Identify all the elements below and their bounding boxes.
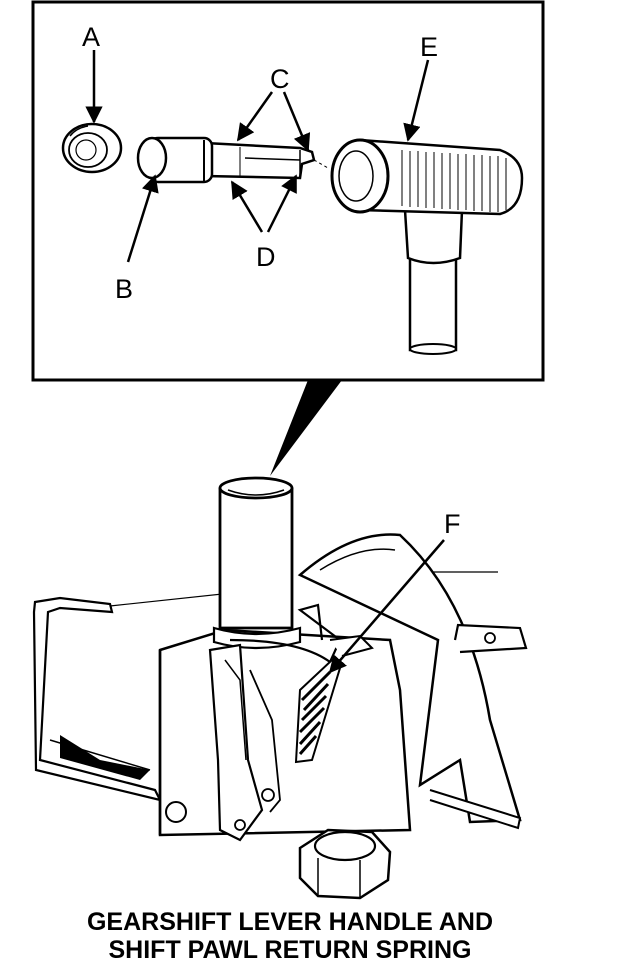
inset-leader-lines — [85, 50, 430, 263]
leader-f — [328, 539, 445, 674]
label-b: B — [115, 274, 133, 304]
label-f: F — [444, 509, 461, 539]
label-c: C — [270, 64, 290, 94]
gearshift-assembly — [32, 476, 528, 900]
label-e: E — [420, 32, 438, 62]
return-spring — [294, 658, 342, 764]
detail-callout-pointer — [270, 380, 342, 476]
label-d: D — [256, 242, 276, 272]
caption-line-2: SHIFT PAWL RETURN SPRING — [109, 936, 472, 962]
label-a: A — [82, 22, 100, 52]
caption-line-1: GEARSHIFT LEVER HANDLE AND — [87, 908, 493, 936]
part-b-pin — [136, 136, 329, 184]
part-e-handle — [330, 138, 524, 355]
part-a-cap — [61, 122, 123, 174]
